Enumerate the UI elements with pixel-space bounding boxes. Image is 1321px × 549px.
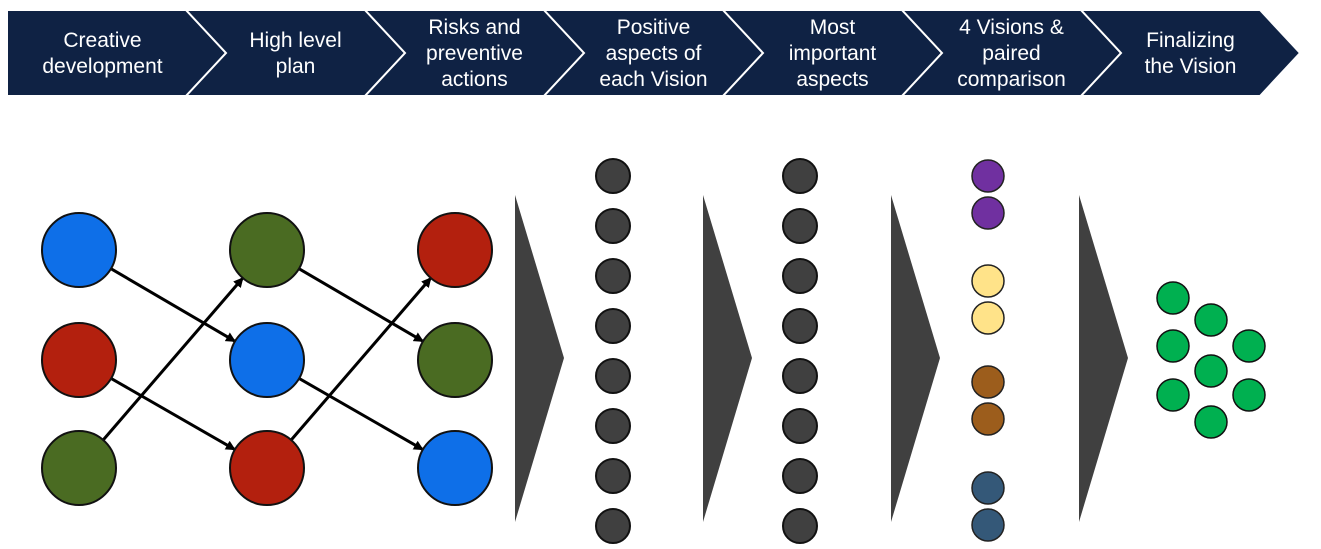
vision-dot-slate [971, 471, 1005, 505]
final-vision-dot [1194, 354, 1228, 388]
step-label-line: plan [276, 55, 316, 78]
positive-aspects-dot [595, 258, 631, 294]
network-arrow-2 [110, 377, 236, 451]
positive-aspects-dot [595, 508, 631, 544]
process-steps-banner: Creative development High level plan Risks a… [6, 9, 1302, 97]
step-label-4: Positive aspects of each Vision [599, 16, 707, 91]
network-arrow-5 [298, 377, 424, 451]
step-label-1: Creative development [42, 29, 162, 78]
step-chevron-1 [6, 9, 228, 97]
step-label-line: Finalizing [1146, 29, 1235, 52]
step-label-line: aspects of [606, 42, 702, 65]
step-label-5: Most important aspects [789, 16, 877, 91]
positive-aspects-dot [595, 208, 631, 244]
stage-arrows [515, 195, 1128, 522]
step-label-line: each Vision [599, 68, 707, 91]
step-label-line: 4 Visions & [959, 16, 1064, 39]
network-node-blue [417, 430, 493, 506]
vision-dot-purple [971, 159, 1005, 193]
idea-network [41, 212, 493, 506]
positive-aspects-dot [595, 358, 631, 394]
network-nodes [41, 212, 493, 506]
network-node-blue [229, 322, 305, 398]
network-node-blue [41, 212, 117, 288]
network-node-green [229, 212, 305, 288]
positive-aspects-dot [595, 308, 631, 344]
stage-arrow-4 [1079, 195, 1128, 522]
step-label-3: Risks and preventive actions [426, 16, 523, 91]
vision-dot-slate [971, 508, 1005, 542]
network-arrow-4 [298, 267, 424, 343]
network-node-red [229, 430, 305, 506]
step-label-7: Finalizing the Vision [1145, 29, 1237, 78]
important-aspects-dot [782, 308, 818, 344]
network-node-green [41, 430, 117, 506]
step-label-line: important [789, 42, 877, 65]
final-vision-dot [1156, 281, 1190, 315]
vision-dot-yellow [971, 264, 1005, 298]
network-edges [102, 267, 432, 451]
important-aspects-dot [782, 208, 818, 244]
vision-dot-brown [971, 402, 1005, 436]
final-vision-dot [1232, 378, 1266, 412]
positive-aspects-dot [595, 158, 631, 194]
step-label-line: development [42, 55, 162, 78]
vision-pairs [971, 159, 1005, 542]
step-label-line: paired [982, 42, 1040, 65]
network-arrow-3 [102, 277, 244, 441]
stage-arrow-1 [515, 195, 564, 522]
step-label-2: High level plan [249, 29, 341, 78]
step-label-line: Risks and [428, 16, 520, 39]
important-aspects-dot [782, 508, 818, 544]
network-node-green [417, 322, 493, 398]
final-vision-dot [1232, 329, 1266, 363]
stage-arrow-3 [891, 195, 940, 522]
vision-dot-brown [971, 365, 1005, 399]
important-aspects-dot [782, 358, 818, 394]
positive-aspects-dot [595, 458, 631, 494]
network-node-red [417, 212, 493, 288]
final-vision-dot [1194, 303, 1228, 337]
positive-aspects-dot [595, 408, 631, 444]
step-label-line: High level [249, 29, 341, 52]
step-label-6: 4 Visions & paired comparison [957, 16, 1066, 91]
network-arrow-6 [290, 277, 432, 441]
vision-dot-purple [971, 196, 1005, 230]
aspect-columns [595, 158, 818, 544]
step-label-line: comparison [957, 68, 1066, 91]
network-node-red [41, 322, 117, 398]
step-label-line: actions [441, 68, 508, 91]
vision-dot-yellow [971, 301, 1005, 335]
final-vision-dot [1156, 378, 1190, 412]
step-label-line: the Vision [1145, 55, 1237, 78]
step-label-line: preventive [426, 42, 523, 65]
step-label-line: Positive [617, 16, 691, 39]
final-vision-dot [1194, 405, 1228, 439]
step-label-line: Most [810, 16, 856, 39]
stage-arrow-2 [703, 195, 752, 522]
step-label-line: Creative [63, 29, 141, 52]
network-arrow-1 [110, 267, 236, 343]
important-aspects-dot [782, 258, 818, 294]
important-aspects-dot [782, 408, 818, 444]
important-aspects-dot [782, 458, 818, 494]
step-chevron-7 [1078, 9, 1302, 97]
final-vision-dot [1156, 329, 1190, 363]
step-label-line: aspects [796, 68, 868, 91]
important-aspects-dot [782, 158, 818, 194]
final-vision-cluster [1156, 281, 1266, 439]
